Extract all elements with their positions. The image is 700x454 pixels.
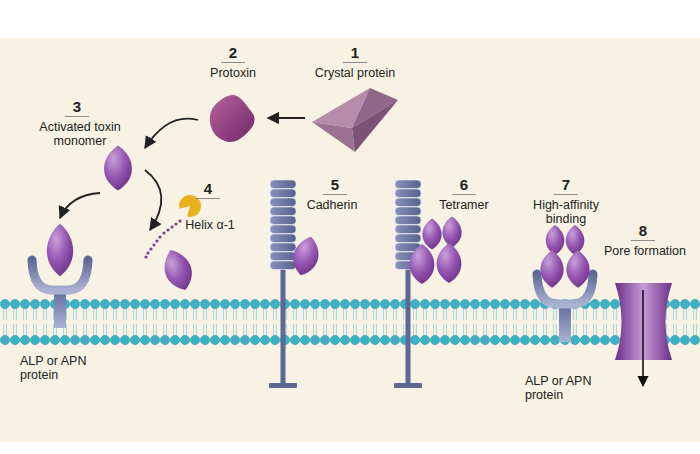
step-label: Activated toxin monomer bbox=[25, 120, 135, 148]
helix-dot bbox=[170, 225, 173, 228]
helix-dot bbox=[166, 228, 169, 231]
tetramer-subunit bbox=[437, 243, 462, 283]
diagram-node: 5Cadherin bbox=[262, 176, 367, 390]
diagram-node: ALP or APN protein bbox=[15, 218, 115, 393]
diagram-node: 6Tetramer bbox=[390, 176, 510, 390]
tetramer-subunit bbox=[410, 244, 435, 284]
step-number: 3 bbox=[65, 98, 89, 117]
step-label: Crystal protein bbox=[305, 66, 405, 80]
helix-dot bbox=[146, 251, 149, 254]
diagram-node: 1Crystal protein bbox=[305, 42, 405, 154]
helix-dot bbox=[178, 219, 181, 222]
crystal-facet bbox=[352, 100, 398, 152]
step-number: 4 bbox=[196, 180, 220, 199]
protoxin-shape bbox=[210, 95, 255, 142]
step-number: 6 bbox=[452, 176, 476, 195]
tetramer-subunit bbox=[566, 250, 589, 288]
cadherin-receptor bbox=[394, 180, 422, 388]
toxin-monomer bbox=[104, 146, 132, 191]
process-arrow bbox=[145, 119, 198, 148]
step-label: Protoxin bbox=[198, 66, 268, 80]
tetramer-subunit bbox=[442, 217, 461, 248]
diagram-node: 8Pore formation bbox=[600, 222, 690, 392]
helix-dot bbox=[158, 235, 161, 238]
helix-dot bbox=[144, 255, 147, 258]
helix-dot bbox=[149, 247, 152, 250]
bound-toxin bbox=[47, 224, 73, 277]
tetramer-subunit bbox=[566, 225, 585, 255]
bound-toxin bbox=[289, 233, 323, 278]
process-arrow bbox=[268, 117, 305, 119]
diagram-node: 3Activated toxin monomer bbox=[25, 98, 145, 193]
step-number: 1 bbox=[343, 44, 367, 63]
helix-dot bbox=[152, 243, 155, 246]
step-number: 5 bbox=[323, 176, 347, 195]
diagram-node: 4Helix α-1 bbox=[150, 180, 250, 305]
step-number: 8 bbox=[631, 222, 655, 241]
diagram-node: 2Protoxin bbox=[198, 42, 268, 144]
tetramer-subunit bbox=[546, 225, 565, 255]
step-label: Tetramer bbox=[424, 198, 504, 212]
flow-arrow bbox=[642, 290, 644, 386]
cleaved-toxin bbox=[158, 246, 197, 295]
alp-receptor bbox=[537, 274, 593, 342]
step-label: ALP or APN protein bbox=[525, 374, 605, 402]
helix-dot bbox=[162, 231, 165, 234]
cadherin-receptor bbox=[269, 180, 297, 388]
cell-membrane bbox=[0, 299, 700, 345]
step-number: 2 bbox=[221, 44, 245, 63]
tetramer-subunit bbox=[422, 219, 441, 250]
diagram-node: 7High-affinity bindingALP or APN protein bbox=[520, 176, 620, 408]
process-arrow bbox=[60, 193, 100, 218]
step-number: 7 bbox=[554, 176, 578, 195]
step-label: Helix α-1 bbox=[170, 218, 250, 232]
tetramer-subunit bbox=[540, 250, 563, 288]
helix-dot bbox=[174, 222, 177, 225]
step-label: Cadherin bbox=[297, 198, 367, 212]
crystal-facet bbox=[312, 122, 355, 152]
helix-dot bbox=[155, 239, 158, 242]
step-label: Pore formation bbox=[600, 244, 690, 258]
process-arrow bbox=[145, 170, 161, 230]
step-label: ALP or APN protein bbox=[20, 354, 100, 382]
step-label: High-affinity binding bbox=[520, 198, 612, 226]
background-band bbox=[0, 38, 700, 442]
